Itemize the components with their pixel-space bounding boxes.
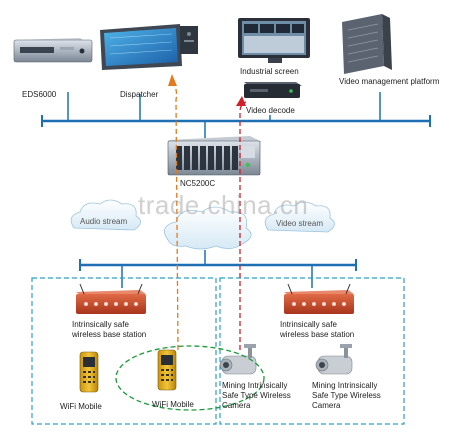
audio-path-arrow: [168, 74, 177, 86]
industrial-screen-icon: [238, 18, 310, 63]
video-stream-cloud: [264, 201, 335, 233]
audio-stream-label: Audio stream: [80, 217, 128, 226]
video-decode-label: Video decode: [246, 106, 295, 115]
video-management-label: Video management platform: [339, 77, 440, 86]
video-path-line: [239, 101, 247, 350]
camera-b-line2: Safe Type Wireless: [312, 391, 381, 400]
industrial-screen-label: Industrial screen: [240, 67, 299, 76]
camera-b-line1: Mining Intrinsically: [312, 381, 378, 390]
left-coverage-zone: [31, 277, 217, 425]
wifi-coverage-ellipse: [115, 345, 265, 411]
dispatcher-console-icon: [100, 24, 198, 70]
camera-b-label: Mining Intrinsically Safe Type Wireless …: [312, 381, 381, 411]
camera-b-line3: Camera: [312, 401, 341, 410]
central-cloud: [164, 206, 252, 250]
right-base-station-label: Intrinsically safe wireless base station: [280, 320, 354, 340]
left-base-station-icon: [76, 283, 146, 314]
camera-a-line2: Safe Type Wireless: [222, 391, 291, 400]
left-base-station-label: Intrinsically safe wireless base station: [72, 320, 146, 340]
watermark-text: trade.china.cn: [138, 190, 309, 220]
video-decode-icon: [244, 82, 302, 98]
mining-camera-b-icon: [315, 344, 353, 375]
camera-a-line1: Mining Intrinsically: [222, 381, 288, 390]
left-base-station-line2: wireless base station: [72, 330, 147, 339]
audio-stream-cloud: [70, 199, 141, 231]
nc5200c-switch-icon: [167, 136, 262, 176]
right-base-station-line2: wireless base station: [280, 330, 355, 339]
left-base-station-line1: Intrinsically safe: [72, 320, 129, 329]
right-coverage-zone: [219, 277, 405, 425]
video-stream-label: Video stream: [276, 219, 323, 228]
top-network-bus: [41, 92, 431, 138]
wifi-mobile-b-icon: [157, 349, 177, 391]
dispatcher-label: Dispatcher: [120, 90, 159, 99]
mining-camera-a-icon: [219, 344, 257, 375]
video-path-arrow: [236, 96, 246, 106]
lower-network-bus: [79, 250, 357, 288]
right-base-station-line1: Intrinsically safe: [280, 320, 337, 329]
video-management-server-icon: [342, 14, 392, 74]
eds6000-server-icon: [13, 38, 93, 63]
eds6000-label: EDS6000: [22, 90, 57, 99]
wifi-mobile-b-label: WiFi Mobile: [152, 400, 194, 409]
nc5200c-label: NC5200C: [180, 179, 216, 188]
right-base-station-icon: [284, 283, 354, 314]
camera-a-line3: Camera: [222, 401, 251, 410]
wifi-mobile-a-label: WiFi Mobile: [60, 402, 102, 411]
wifi-mobile-a-icon: [79, 351, 99, 393]
camera-a-label: Mining Intrinsically Safe Type Wireless …: [222, 381, 291, 411]
